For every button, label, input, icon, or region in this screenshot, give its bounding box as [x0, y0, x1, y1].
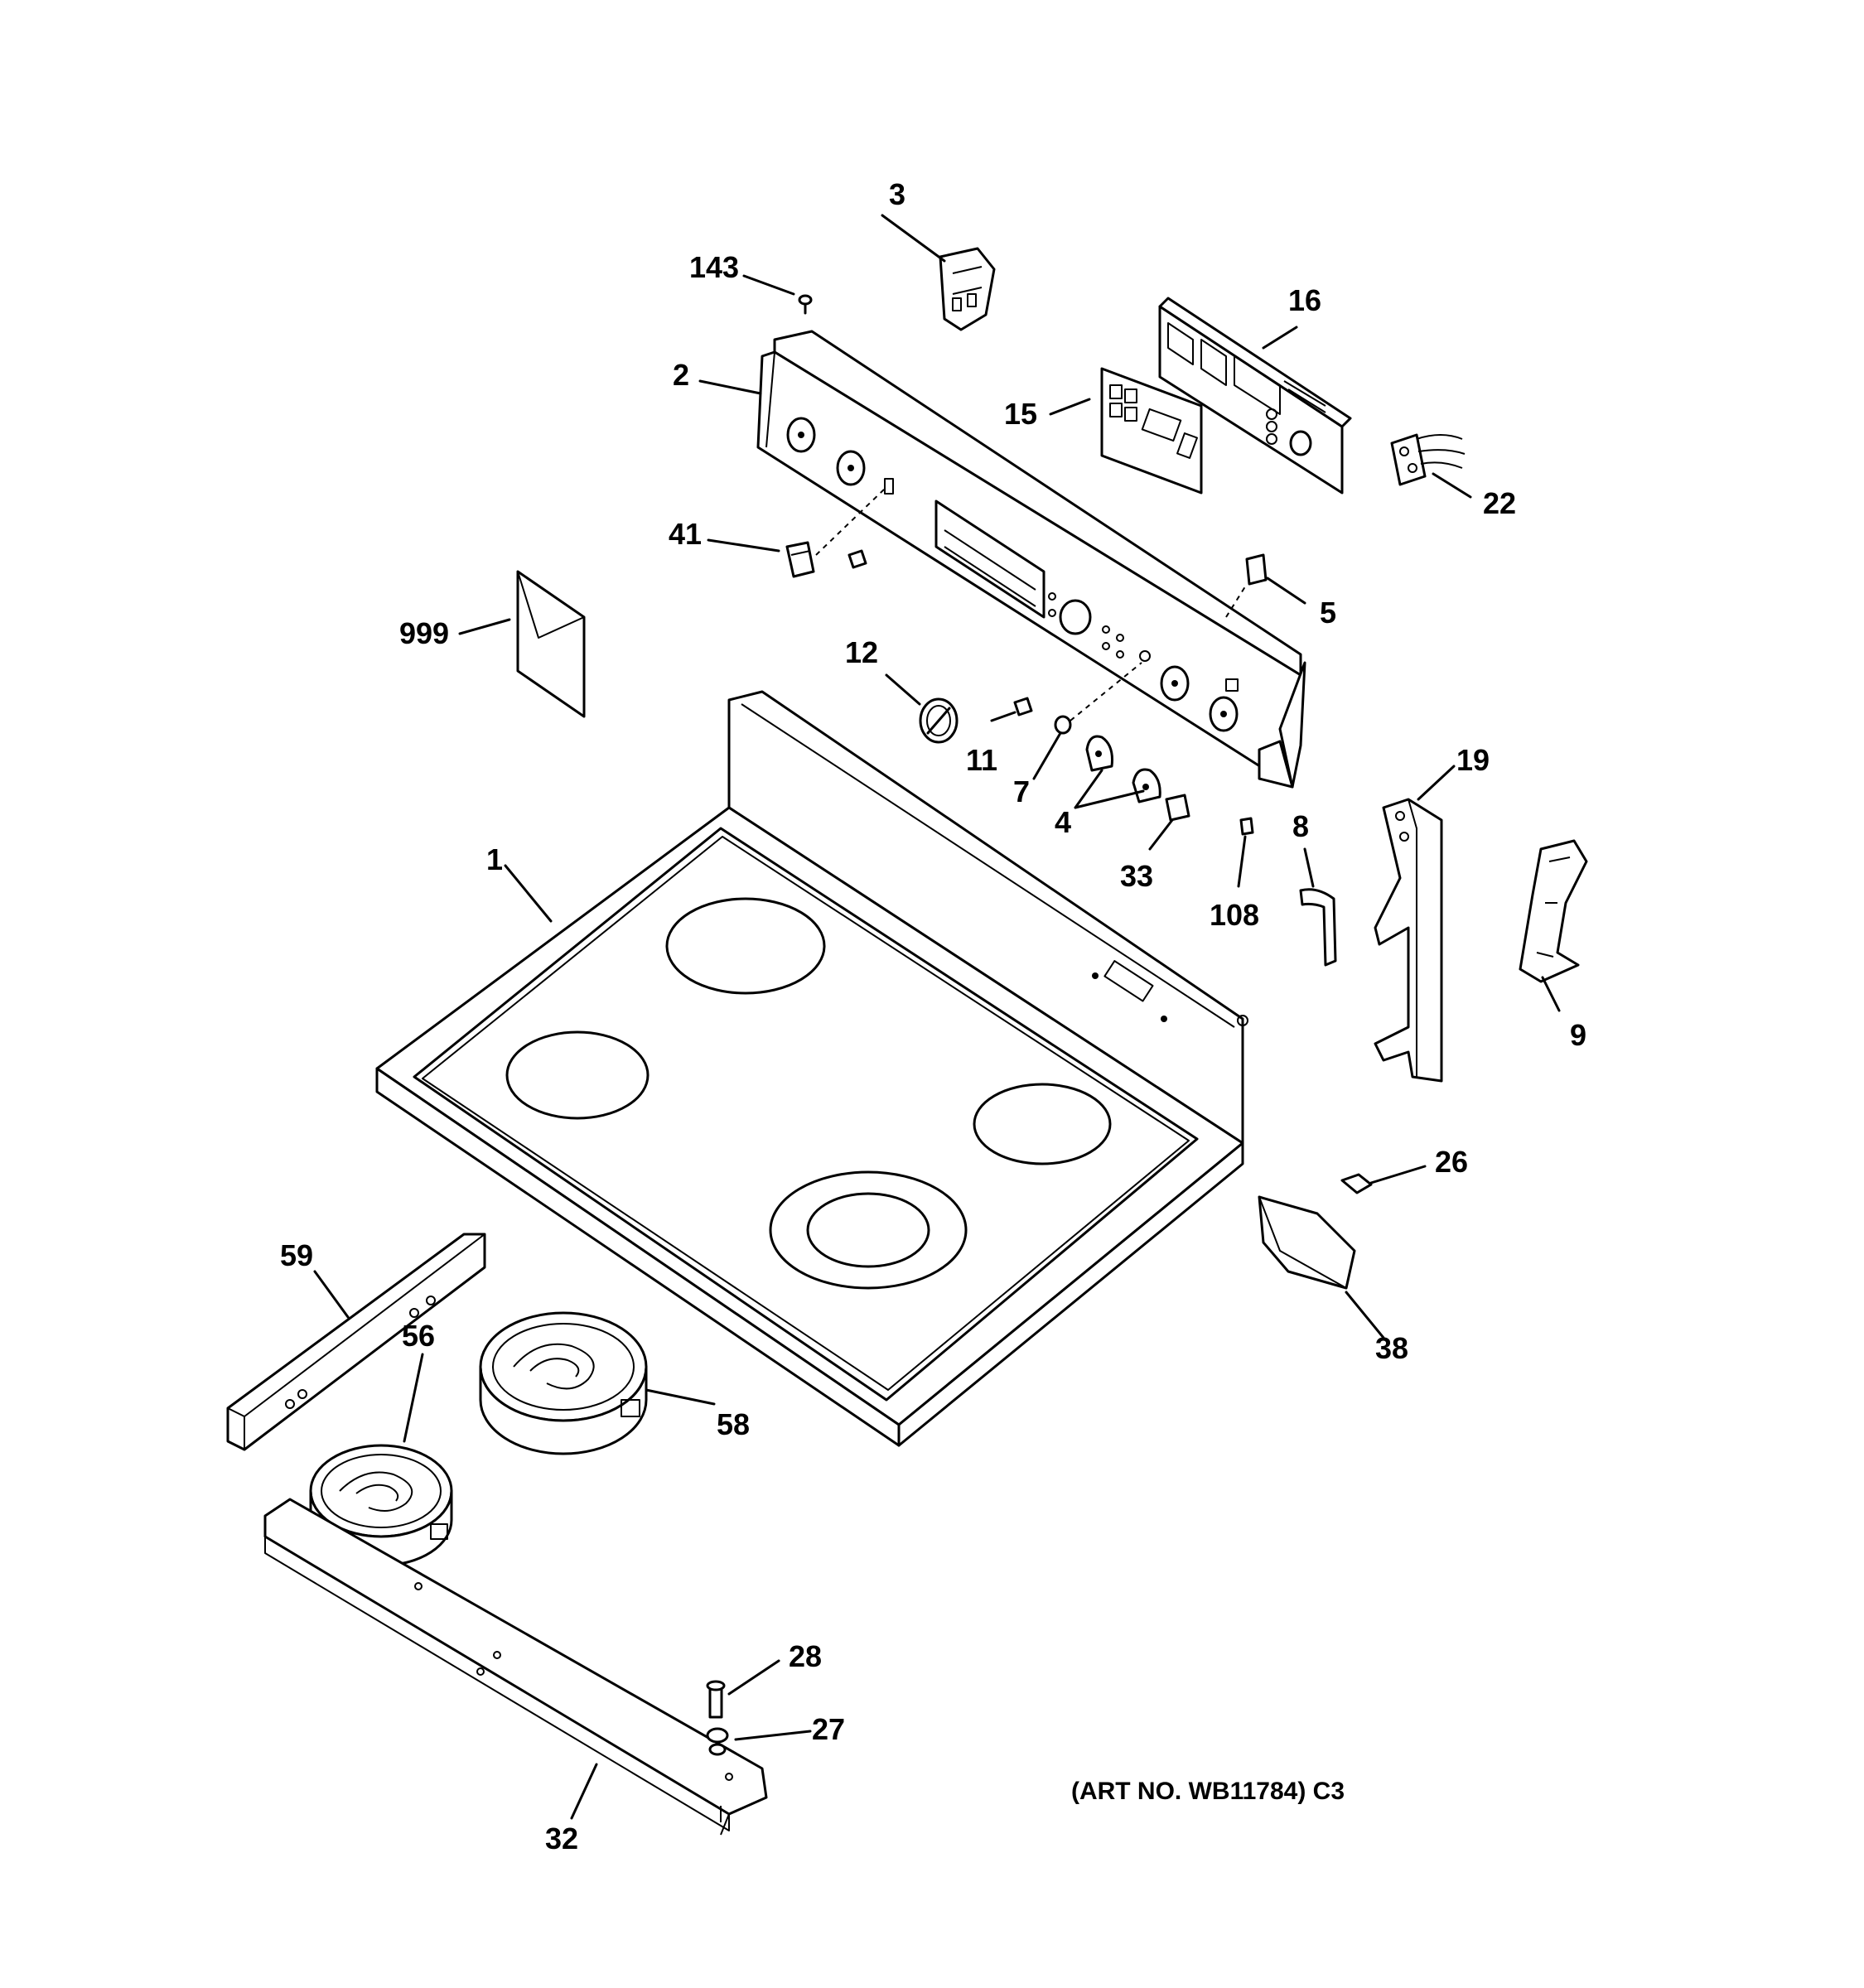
callout-11: 11 — [966, 743, 997, 777]
part-27-nut — [706, 1727, 729, 1756]
callout-5: 5 — [1320, 596, 1336, 630]
part-41-switch — [785, 488, 886, 578]
callout-labels: 3 143 16 2 15 22 41 5 999 12 11 7 4 33 1… — [280, 177, 1586, 1855]
part-19-side-bracket — [1374, 798, 1443, 1083]
callout-999: 999 — [399, 616, 449, 650]
callout-41: 41 — [669, 517, 702, 551]
part-15-overlay — [1100, 367, 1203, 495]
callout-12: 12 — [845, 635, 878, 669]
callout-59: 59 — [280, 1238, 313, 1272]
part-41-screw — [847, 549, 867, 569]
part-38-cover — [1258, 1195, 1356, 1290]
part-8-bracket — [1299, 888, 1337, 967]
part-33-button — [1165, 794, 1190, 822]
part-999-literature — [516, 570, 586, 718]
callout-26: 26 — [1435, 1145, 1468, 1179]
part-59-bracket-rail — [226, 1233, 486, 1451]
callout-143: 143 — [689, 250, 739, 284]
callout-19: 19 — [1456, 743, 1490, 777]
part-58-radiant-element — [479, 1311, 648, 1455]
leader-lines — [313, 214, 1561, 1820]
callout-58: 58 — [717, 1407, 750, 1441]
part-11-button — [1013, 697, 1033, 717]
part-2-control-panel — [756, 330, 1306, 789]
callout-15: 15 — [1004, 397, 1037, 431]
callout-28: 28 — [789, 1639, 822, 1673]
callout-7: 7 — [1013, 774, 1030, 808]
part-5-switch — [1225, 553, 1268, 618]
callout-33: 33 — [1120, 859, 1153, 893]
part-12-knob — [919, 697, 959, 744]
callout-108: 108 — [1210, 898, 1259, 932]
part-7-button — [1054, 662, 1142, 735]
callout-27: 27 — [812, 1712, 845, 1746]
callout-1: 1 — [486, 842, 503, 876]
part-32-element-support — [263, 1498, 768, 1836]
callout-16: 16 — [1288, 283, 1321, 317]
art-number: (ART NO. WB11784) C3 — [1071, 1778, 1345, 1805]
part-143-screw — [798, 294, 813, 315]
callout-3: 3 — [889, 177, 905, 211]
part-108-screw — [1239, 817, 1254, 836]
part-26-clip — [1340, 1173, 1373, 1194]
part-1-cooktop — [375, 690, 1248, 1447]
callout-22: 22 — [1483, 486, 1516, 520]
callout-4: 4 — [1055, 805, 1071, 839]
callout-56: 56 — [402, 1319, 435, 1353]
callout-32: 32 — [545, 1822, 578, 1855]
part-16-control-board — [1158, 297, 1352, 495]
part-22-connector — [1390, 433, 1466, 486]
part-9-end-cap — [1519, 839, 1588, 983]
part-3-bracket — [939, 247, 996, 331]
callout-8: 8 — [1292, 809, 1309, 843]
callout-38: 38 — [1375, 1331, 1408, 1365]
callout-2: 2 — [673, 358, 689, 392]
callout-9: 9 — [1570, 1018, 1586, 1052]
part-28-stud — [706, 1680, 726, 1719]
part-4-knobs — [1085, 735, 1161, 803]
